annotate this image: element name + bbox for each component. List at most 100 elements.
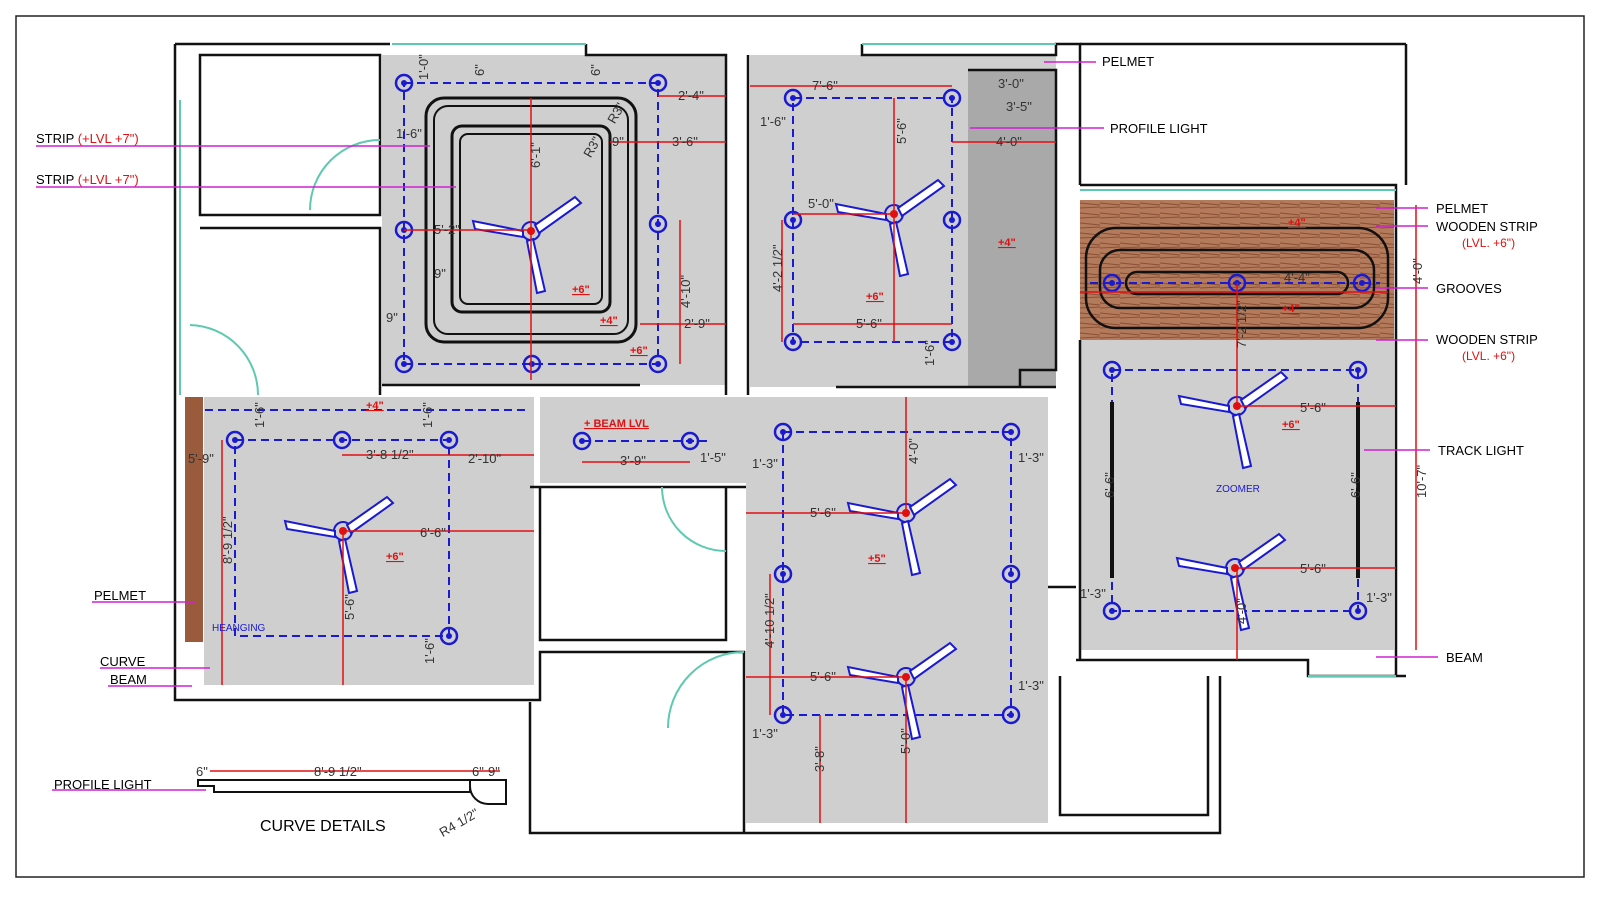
callout-wooden-strip-1-level: (LVL. +6") xyxy=(1462,236,1515,250)
dimension-labels: 1'-0" 6" 6" 2'-4" 1'-6" 6'-1" 3'-6" 9" 5… xyxy=(188,54,1429,840)
callout-leaders xyxy=(36,61,1438,791)
track-lights xyxy=(1110,402,1360,578)
dimension: 10'-7" xyxy=(1414,464,1429,498)
dimension: 4'-0" xyxy=(996,134,1022,149)
left-pelmet-wood xyxy=(185,397,203,642)
level-tag: +4" xyxy=(366,400,384,412)
dimension-lines xyxy=(210,85,1417,823)
svg-text:STRIP (+LVL +7"): STRIP (+LVL +7") xyxy=(36,131,139,146)
dimension: 1'-3" xyxy=(752,726,778,741)
dimension: 3'-6" xyxy=(672,134,698,149)
level-tags: +6" +4" +6" +6" +4" +4" +4" +6" +4" +6" … xyxy=(366,217,1306,565)
dimension: 5'-6" xyxy=(342,594,357,620)
callout-grooves: GROOVES xyxy=(1436,281,1502,296)
callout-strip-2-level: (+LVL +7") xyxy=(78,172,139,187)
callout-beam-right: BEAM xyxy=(1446,650,1483,665)
dimension: 8'-9 1/2" xyxy=(314,764,362,779)
dimension: 4'-2 1/2" xyxy=(770,244,785,292)
dimension: 1'-3" xyxy=(752,456,778,471)
doors xyxy=(179,43,1396,729)
callout-wooden-strip-2: WOODEN STRIP xyxy=(1436,332,1538,347)
heanging-label: HEANGING xyxy=(212,623,266,634)
dimension: 1'-3" xyxy=(1018,450,1044,465)
dimension: 6'-6" xyxy=(1102,472,1117,498)
dimension: 1'-3" xyxy=(1080,586,1106,601)
dimension: 5'-0" xyxy=(808,196,834,211)
dimension: 9" xyxy=(386,310,398,325)
callout-pelmet-left: PELMET xyxy=(94,588,146,603)
level-tag: +6" xyxy=(386,551,404,563)
callout-curve: CURVE xyxy=(100,654,146,669)
dimension: 3'-9" xyxy=(620,453,646,468)
dimension: 2'-4" xyxy=(678,88,704,103)
dimension: 4'-10" xyxy=(678,274,693,308)
dimension: 4'-0" xyxy=(1410,258,1425,284)
dimension: 1'-6" xyxy=(396,126,422,141)
dimension: 6" xyxy=(472,64,487,76)
callout-pelmet-right: PELMET xyxy=(1436,201,1488,216)
dimension: 2'-9" xyxy=(684,316,710,331)
dimension: 1'-3" xyxy=(1366,590,1392,605)
svg-text:STRIP (+LVL +7"): STRIP (+LVL +7") xyxy=(36,172,139,187)
dimension: 4'-4" xyxy=(1284,270,1310,285)
level-tag: +4" xyxy=(600,315,618,327)
curve-details-title: CURVE DETAILS xyxy=(260,818,386,835)
dimension: 1'-6" xyxy=(420,402,435,428)
callout-wooden-strip-1: WOODEN STRIP xyxy=(1436,219,1538,234)
dimension: 5'-6" xyxy=(810,505,836,520)
sheet-border xyxy=(15,15,1585,878)
dark-panel-room2 xyxy=(968,70,1056,386)
callout-track-light: TRACK LIGHT xyxy=(1438,443,1524,458)
dimension: 3'-8 1/2" xyxy=(366,447,414,462)
level-tag: +4" xyxy=(1282,303,1300,315)
dimension: 3'-0" xyxy=(998,76,1024,91)
dimension: 7'-2 1/2" xyxy=(1234,300,1249,348)
callout-strip-1: STRIP xyxy=(36,131,74,146)
dimension: 5'-6" xyxy=(894,118,909,144)
level-tag: +4" xyxy=(1288,217,1306,229)
callout-pelmet-top: PELMET xyxy=(1102,54,1154,69)
dimension: 1'-3" xyxy=(1018,678,1044,693)
dimension: 5'-9" xyxy=(188,451,214,466)
dimension: 1'-6" xyxy=(422,638,437,664)
callout-strip-2: STRIP xyxy=(36,172,74,187)
dimension: 5'-0" xyxy=(898,728,913,754)
dimension: 3'-8" xyxy=(812,746,827,772)
dimension: 6" xyxy=(472,764,484,779)
dimension: 9" xyxy=(488,764,500,779)
walls xyxy=(173,42,1408,835)
dimension: 6" xyxy=(588,64,603,76)
dimension: 5'-6" xyxy=(1300,561,1326,576)
callout-wooden-strip-2-level: (LVL. +6") xyxy=(1462,349,1515,363)
level-tag: +6" xyxy=(572,284,590,296)
dimension: 8'-9 1/2" xyxy=(220,516,235,564)
level-tag: +6" xyxy=(1282,419,1300,431)
dimension: 1'-0" xyxy=(416,54,431,80)
callout-strip-1-level: (+LVL +7") xyxy=(78,131,139,146)
dimension: 9" xyxy=(434,266,446,281)
dimension: 1'-6" xyxy=(922,340,937,366)
level-tag: +6" xyxy=(866,291,884,303)
dimension: 6'-6" xyxy=(1348,472,1363,498)
dimension: R4 1/2" xyxy=(437,805,482,840)
dimension: 1'-6" xyxy=(760,114,786,129)
level-tag: +5" xyxy=(868,553,886,565)
dimension: 9" xyxy=(612,134,624,149)
level-tag: +6" xyxy=(630,345,648,357)
dimension: 5'-6" xyxy=(810,669,836,684)
dimension: 6'-1" xyxy=(528,142,543,168)
dimension: 7'-6" xyxy=(812,78,838,93)
curve-detail-drawing xyxy=(197,779,507,805)
beam-level-label: + BEAM LVL xyxy=(584,418,649,430)
zoomer-label: ZOOMER xyxy=(1216,484,1260,495)
dimension: 4'-0" xyxy=(1234,598,1249,624)
dimension: 5'-6" xyxy=(1300,400,1326,415)
dimension: 6'-6" xyxy=(420,525,446,540)
callout-beam-left: BEAM xyxy=(110,672,147,687)
dimension: 1'-5" xyxy=(700,450,726,465)
callout-profile-light-bottom: PROFILE LIGHT xyxy=(54,777,152,792)
dimension: 4'-0" xyxy=(906,438,921,464)
dimension: 5'-2" xyxy=(434,222,460,237)
dimension: 6" xyxy=(196,764,208,779)
